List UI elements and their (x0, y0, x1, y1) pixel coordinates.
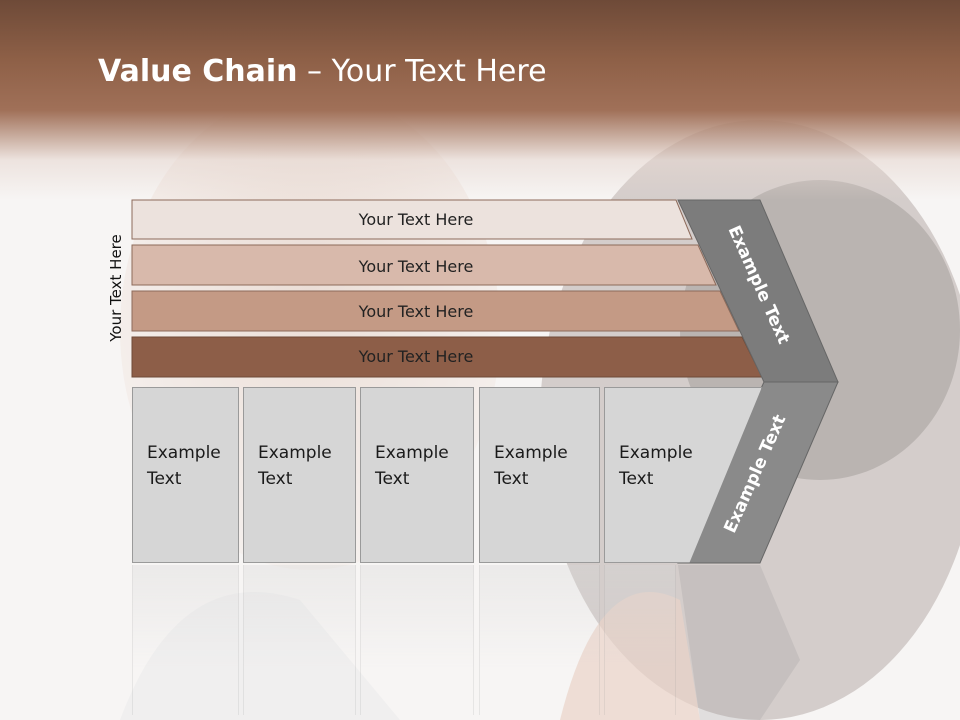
chevron-reflection (678, 565, 800, 720)
bar-1 (131, 199, 693, 240)
box-reflection-5 (604, 565, 676, 715)
box-reflection-2 (243, 565, 356, 715)
box-reflection-1 (132, 565, 239, 715)
bar-3-label: Your Text Here (358, 302, 474, 321)
title-bold: Value Chain (98, 54, 298, 89)
bars: Your Text Here Your Text Here Your Text … (131, 199, 763, 378)
bar-2 (131, 244, 717, 286)
bar-1-label: Your Text Here (358, 210, 474, 229)
bar-4-label: Your Text Here (358, 347, 474, 366)
bar-3 (131, 290, 740, 332)
box-reflection-4 (479, 565, 600, 715)
header-band (0, 0, 960, 200)
title-rest: – Your Text Here (297, 54, 547, 89)
bar-2-label: Your Text Here (358, 257, 474, 276)
slide-title: Value Chain – Your Text Here (98, 54, 547, 89)
box-reflection-3 (360, 565, 474, 715)
